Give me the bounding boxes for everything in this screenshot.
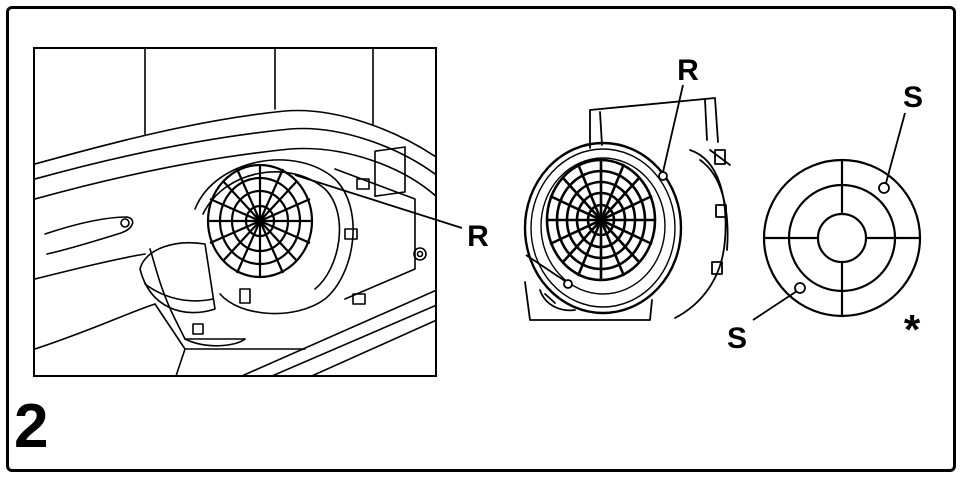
inset-installation-view (33, 47, 437, 377)
leader-r-top (662, 84, 684, 173)
leader-r-middle-fan (525, 254, 566, 282)
leader-r-middle-inset (294, 174, 463, 229)
callout-s-bottom: S (727, 322, 747, 355)
leader-s-top (885, 112, 906, 184)
step-number: 2 (14, 392, 49, 461)
callout-r-top: R (677, 54, 699, 87)
hood-interior-drawing (35, 49, 435, 375)
callout-s-top: S (903, 81, 923, 114)
asterisk-mark: * (904, 306, 921, 353)
leader-s-bottom (752, 290, 798, 321)
callout-r-middle: R (467, 220, 489, 253)
